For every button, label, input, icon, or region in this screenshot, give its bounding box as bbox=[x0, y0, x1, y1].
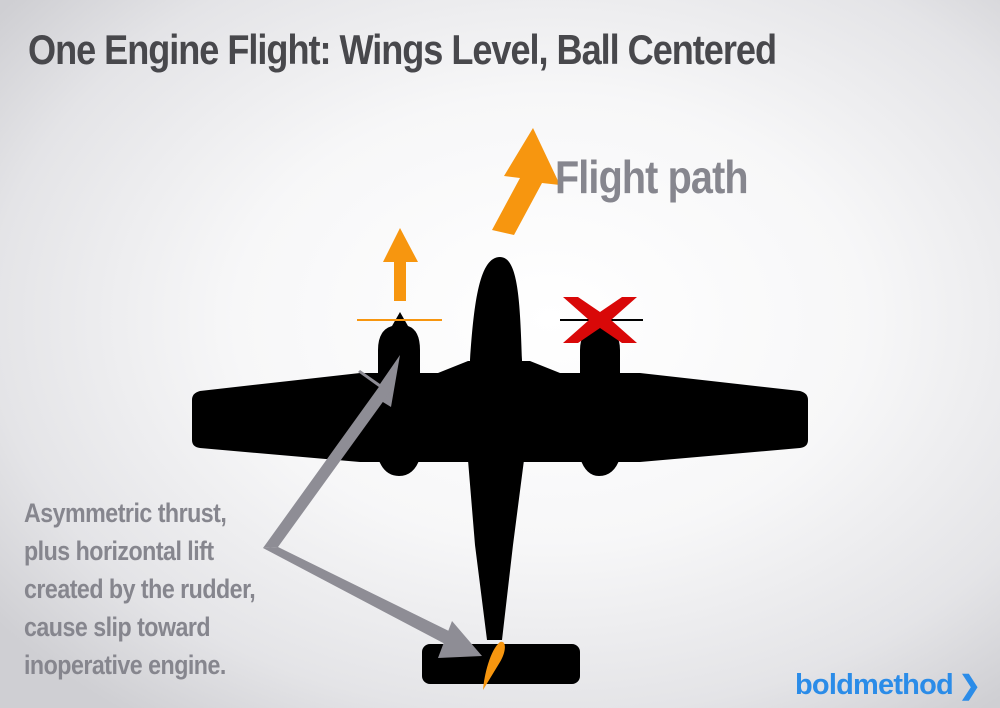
caption-line: created by the rudder, bbox=[24, 574, 256, 604]
fuselage bbox=[468, 257, 524, 640]
page-title: One Engine Flight: Wings Level, Ball Cen… bbox=[28, 26, 777, 73]
left-engine-nacelle bbox=[378, 312, 420, 476]
flight-path-label: Flight path bbox=[555, 151, 749, 203]
force-arrow-icon bbox=[263, 355, 482, 658]
rudder bbox=[483, 641, 505, 690]
caption-line: inoperative engine. bbox=[24, 650, 226, 680]
caption: Asymmetric thrust, plus horizontal lift … bbox=[24, 494, 256, 684]
airplane-silhouette bbox=[192, 257, 808, 684]
brand-logo[interactable]: boldmethod❯ bbox=[795, 669, 981, 702]
caption-line: cause slip toward bbox=[24, 612, 211, 642]
thrust-arrow-icon bbox=[383, 228, 418, 301]
caption-line: Asymmetric thrust, bbox=[24, 498, 227, 528]
brand-name: boldmethod bbox=[795, 669, 954, 701]
caption-line: plus horizontal lift bbox=[24, 536, 214, 566]
x-mark-icon bbox=[563, 297, 637, 343]
chevron-right-icon: ❯ bbox=[958, 670, 981, 700]
flight-path-arrow-icon bbox=[492, 128, 560, 235]
right-engine-nacelle bbox=[580, 316, 620, 476]
